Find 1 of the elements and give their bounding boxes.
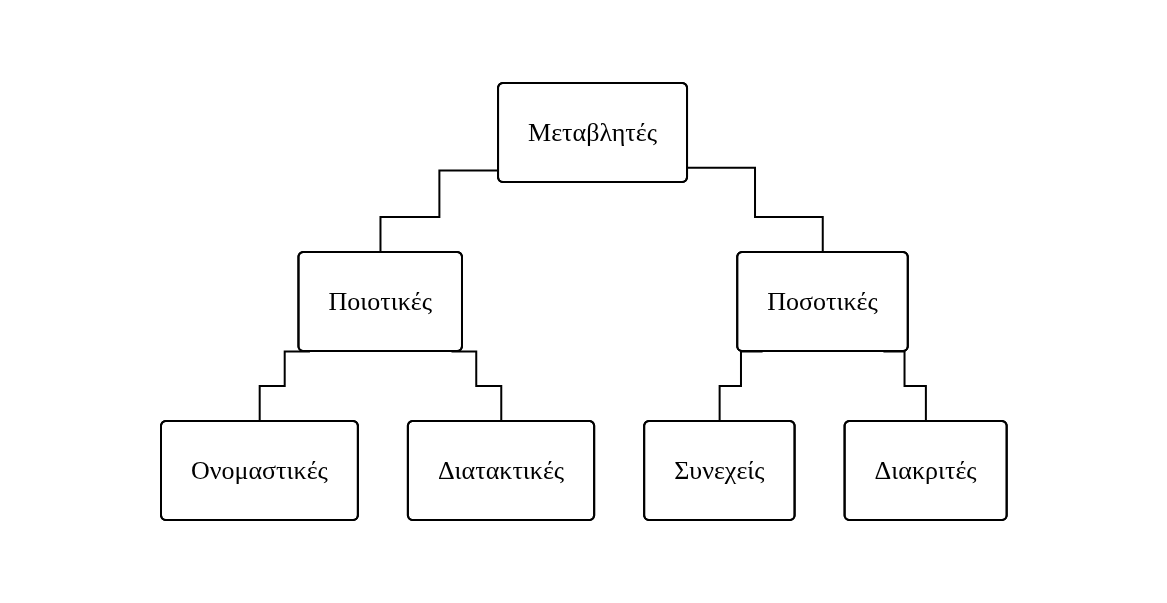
connector (686, 166, 824, 254)
